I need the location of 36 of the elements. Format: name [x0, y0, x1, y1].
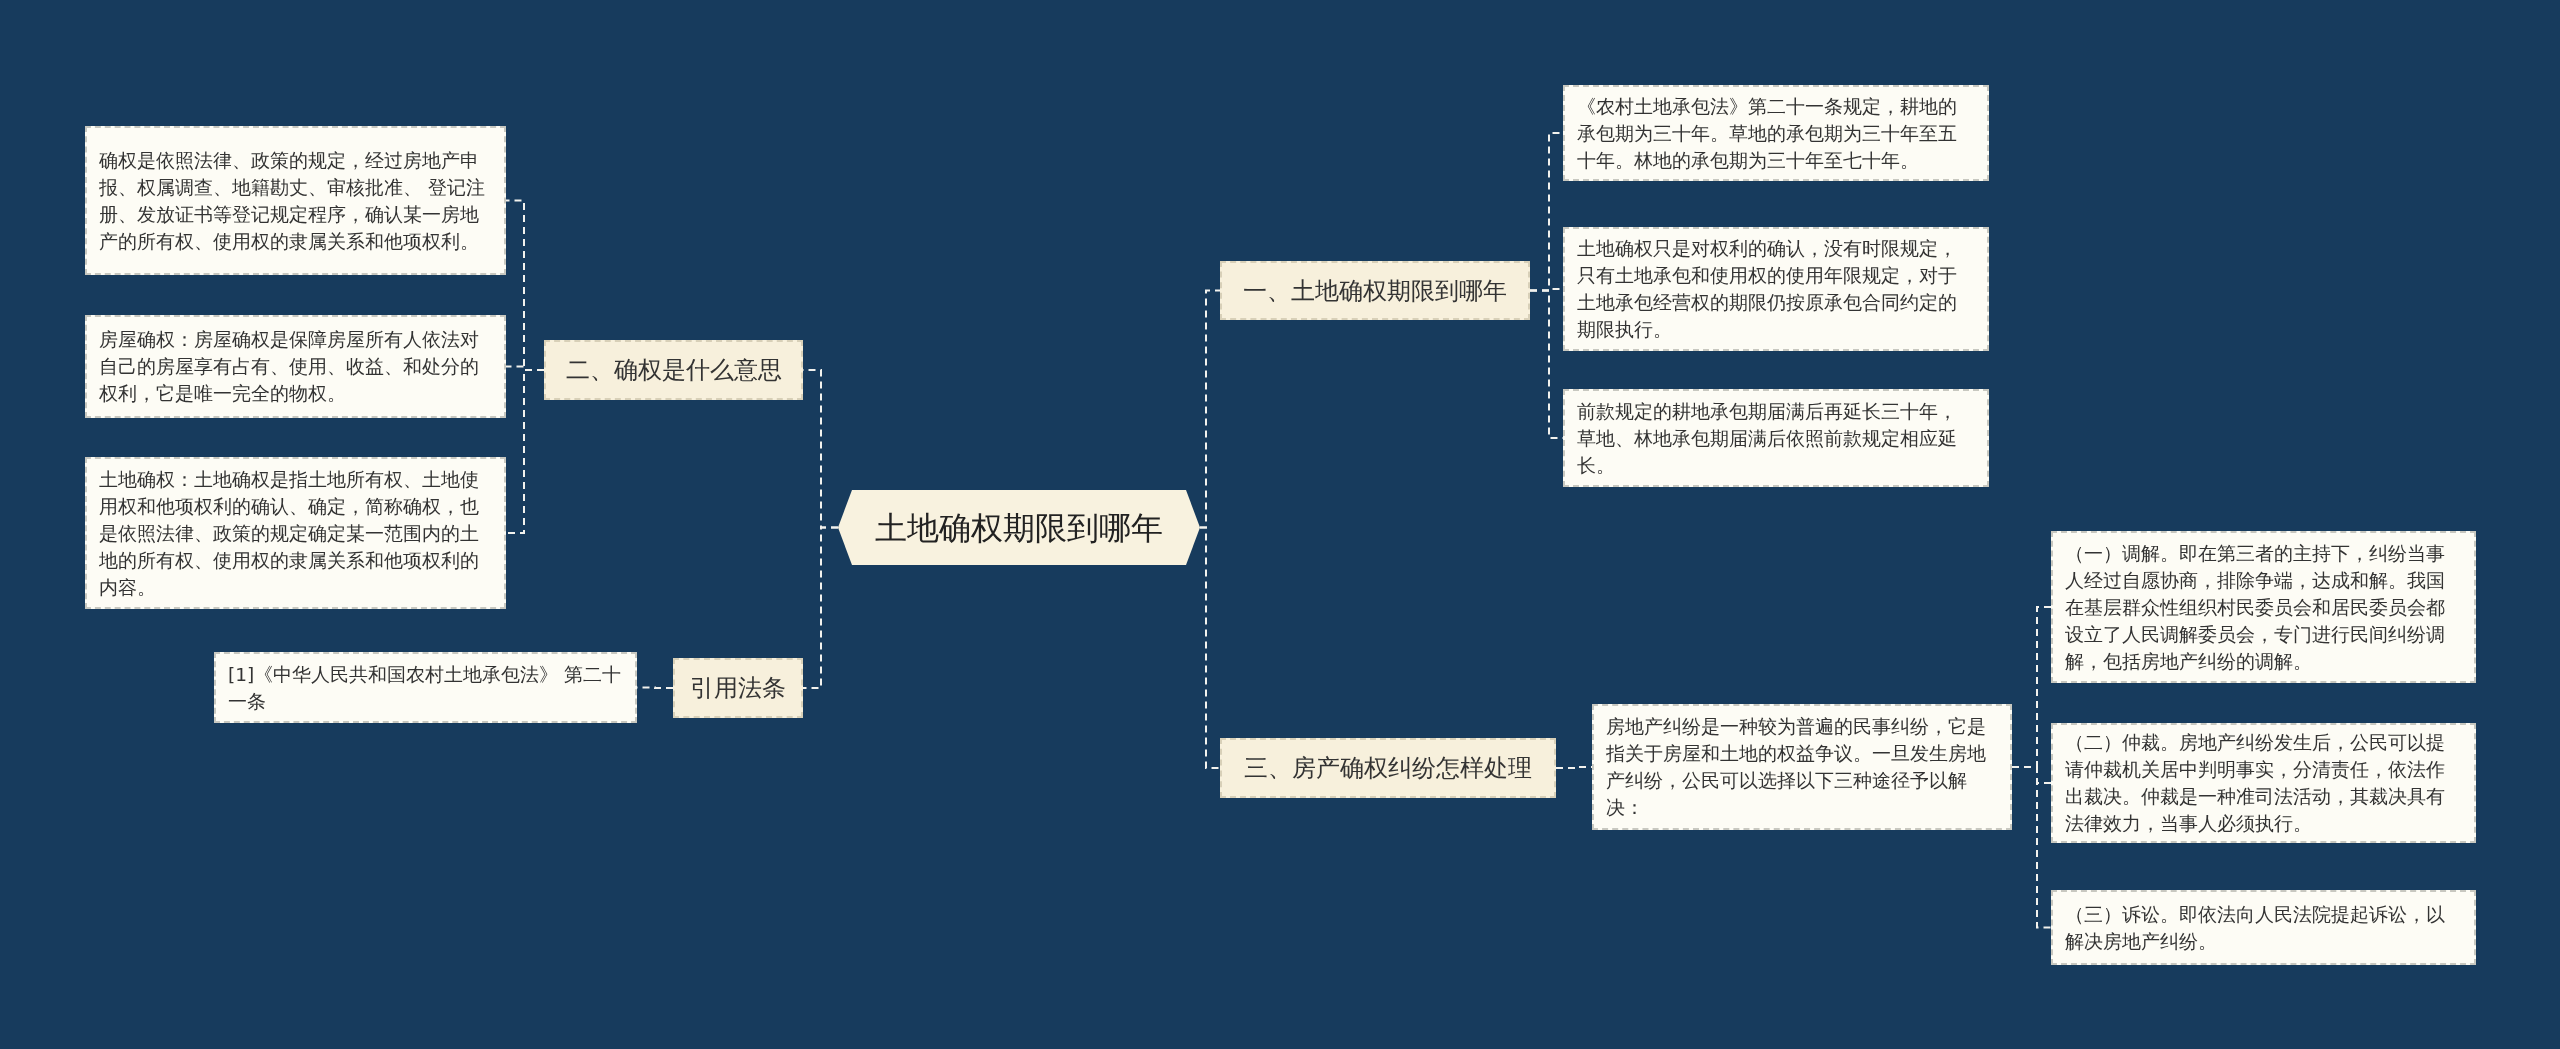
branch-topic-box — [1220, 261, 1530, 320]
node-text: [1]《中华人民共和国农村土地承包法》 第二十一条 — [228, 662, 623, 714]
node-text: 确权是依照法律、政策的规定，经过房地产申报、权属调查、地籍勘丈、审核批准、 登记注册、发放证书等登记规定程序，确认某一房地产的所有权、使用权的隶属关系和他项权利。 — [99, 148, 486, 254]
node-text: 二、确权是什么意思 — [565, 355, 782, 386]
note-box — [1563, 85, 1989, 181]
branch-topic-box — [544, 340, 803, 400]
note-box — [2051, 723, 2476, 843]
node-text: 《农村土地承包法》第二十一条规定，耕地的承包期为三十年。草地的承包期为三十年至五十年。林地的承包期为三十年至七十年。 — [1577, 94, 1958, 173]
note-box — [1563, 389, 1989, 487]
note-box — [1563, 227, 1989, 351]
connector-line — [802, 526, 839, 689]
note-box — [214, 652, 637, 723]
note-box — [85, 457, 506, 609]
node-text: 三、房产确权纠纷怎样处理 — [1244, 753, 1532, 784]
node-text: 房地产纠纷是一种较为普遍的民事纠纷，它是指关于房屋和土地的权益争议。一旦发生房地产纠纷，公民可以选择以下三种途径予以解决： — [1606, 715, 1987, 820]
node-text: （一）调解。即在第三者的主持下，纠纷当事人经过自愿协商，排除争端，达成和解。我国在基层群众性组织村民委员会和居民委员会都设立了人民调解委员会，专门进行民间纠纷调解，包括房地产纠纷的调解。 — [2065, 541, 2446, 674]
connector-line — [505, 369, 545, 534]
node-text: 房屋确权：房屋确权是保障房屋所有人依法对自己的房屋享有占有、使用、收益、和处分的权利，它是唯一完全的物权。 — [99, 328, 480, 406]
node-text: 土地确权只是对权利的确认，没有时限规定，只有土地承包和使用权的使用年限规定，对于土地承包经营权的期限仍按原承包合同约定的期限执行。 — [1577, 237, 1958, 342]
note-box — [1592, 704, 2012, 830]
branch-topic-box — [1220, 738, 1556, 798]
node-text: 土地确权：土地确权是指土地所有权、土地使用权和他项权利的确认、确定，简称确权，也是依照法律、政策的规定确定某一范围内的土地的所有权、使用权的隶属关系和他项权利的内容。 — [99, 467, 480, 600]
central-topic-hexagon — [838, 490, 1200, 565]
node-text: 土地确权期限到哪年 — [875, 507, 1163, 549]
note-box — [2051, 890, 2476, 965]
connector-line — [1199, 526, 1221, 769]
branch-topic-box — [673, 658, 803, 718]
note-box — [85, 315, 506, 418]
node-text: 前款规定的耕地承包期届满后再延长三十年，草地、林地承包期届满后依照前款规定相应延长。 — [1577, 399, 1958, 478]
node-text: 一、土地确权期限到哪年 — [1243, 275, 1507, 307]
connector-line — [2011, 766, 2052, 929]
node-text: （二）仲裁。房地产纠纷发生后，公民可以提请仲裁机关居中判明事实，分清责任，依法作出裁决。仲裁是一种准司法活动，其裁决具有法律效力，当事人必须执行。 — [2065, 731, 2446, 836]
note-box — [85, 126, 506, 275]
node-text: （三）诉讼。即依法向人民法院提起诉讼，以解决房地产纠纷。 — [2065, 902, 2446, 954]
note-box — [2051, 531, 2476, 683]
node-text: 引用法条 — [690, 673, 786, 704]
